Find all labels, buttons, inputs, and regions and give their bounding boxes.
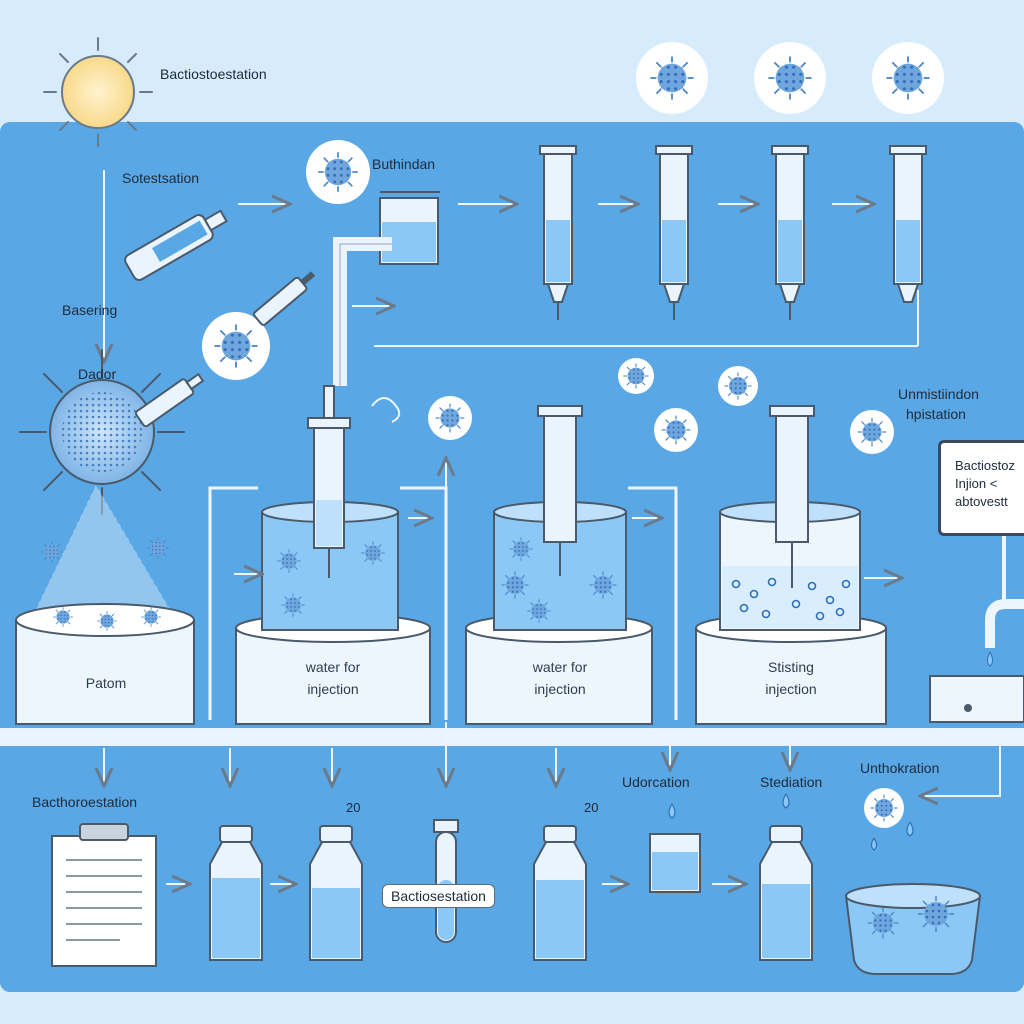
- virus-icon: [850, 410, 894, 454]
- faucet-icon: [985, 530, 1024, 667]
- vial-icon: [309, 825, 363, 961]
- test-tube-icon: [655, 145, 693, 320]
- vial-icon: [209, 825, 263, 961]
- tank-4-line2: injection: [765, 681, 817, 697]
- syringe-icon: [537, 405, 583, 576]
- virus-icon: [636, 42, 708, 114]
- label-bactiostation-box: Bactiosestation: [382, 884, 495, 908]
- virus-icon: [306, 140, 370, 204]
- beaker-icon: [379, 191, 440, 265]
- tank-1: [15, 603, 195, 725]
- beaker-icon: [649, 833, 701, 893]
- tank-2-line2: injection: [307, 681, 359, 697]
- arrow-icon: [104, 722, 1001, 796]
- label-sotestsation: Sotestsation: [122, 170, 200, 186]
- label-dador: Dador: [78, 366, 117, 382]
- label-udorcation: Udorcation: [622, 774, 690, 790]
- tank-4-label: Stisting injection: [716, 656, 866, 700]
- virus-icon: [19, 349, 185, 515]
- label-unthokration: Unthokration: [860, 760, 940, 776]
- syringe-icon: [253, 271, 316, 326]
- test-tube-icon: [539, 145, 577, 320]
- label-stedation: Stediation: [760, 774, 823, 790]
- bowl: [844, 883, 982, 975]
- spray: [35, 484, 171, 611]
- label-basering: Basering: [62, 302, 118, 318]
- sun-icon: [43, 37, 153, 147]
- sign-line3: abtovestt: [955, 494, 1008, 509]
- tank-4-line1: Stisting: [768, 659, 814, 675]
- syringe-icon: [124, 209, 228, 281]
- virus-icon: [754, 42, 826, 114]
- tank-1-label: Patom: [31, 672, 181, 694]
- label-unmistindon: Unmistiindon: [898, 386, 979, 402]
- tank-3-line1: water for: [532, 659, 588, 675]
- info-sign: Bactiostoz Injion < abtovestt: [938, 440, 1024, 536]
- virus-icon: [428, 396, 472, 440]
- test-tube-icon: [771, 145, 809, 320]
- tank-2-label: water for injection: [258, 656, 408, 700]
- virus-icon: [202, 312, 270, 380]
- virus-icon: [618, 358, 654, 394]
- vial-icon: [533, 825, 587, 961]
- tank-3-line2: injection: [534, 681, 586, 697]
- vial-icon: [759, 825, 813, 961]
- label-20-b: 20: [584, 800, 599, 815]
- clipboard-icon: [51, 823, 157, 967]
- label-buthindan: Buthindan: [372, 156, 436, 172]
- label-hpistation: hpistation: [906, 406, 966, 422]
- pipe: [628, 486, 678, 720]
- sign-line2: Injion <: [955, 476, 998, 491]
- test-tube-icon: [889, 145, 927, 303]
- virus-icon: [864, 788, 904, 828]
- curve-arrow: [371, 397, 401, 423]
- drop-icons: [668, 793, 914, 851]
- tank-3-label: water for injection: [485, 656, 635, 700]
- tank-2-line1: water for: [305, 659, 361, 675]
- tank-1-text: Patom: [85, 675, 127, 691]
- syringe-icon: [307, 385, 351, 578]
- syringe-icon: [135, 372, 205, 428]
- virus-icon: [654, 408, 698, 452]
- label-bottom-left: Bacthoroestation: [32, 794, 138, 810]
- divider-band: [0, 728, 1024, 746]
- sign-line1: Bactiostoz: [955, 458, 1015, 473]
- label-top-sun: Bactiostoestation: [160, 66, 267, 82]
- test-tube-icon: [433, 819, 459, 943]
- pipe: [208, 486, 258, 720]
- sink: [929, 675, 1024, 723]
- virus-icon: [872, 42, 944, 114]
- virus-icon: [718, 366, 758, 406]
- label-20-a: 20: [346, 800, 361, 815]
- syringe-icon: [769, 405, 815, 588]
